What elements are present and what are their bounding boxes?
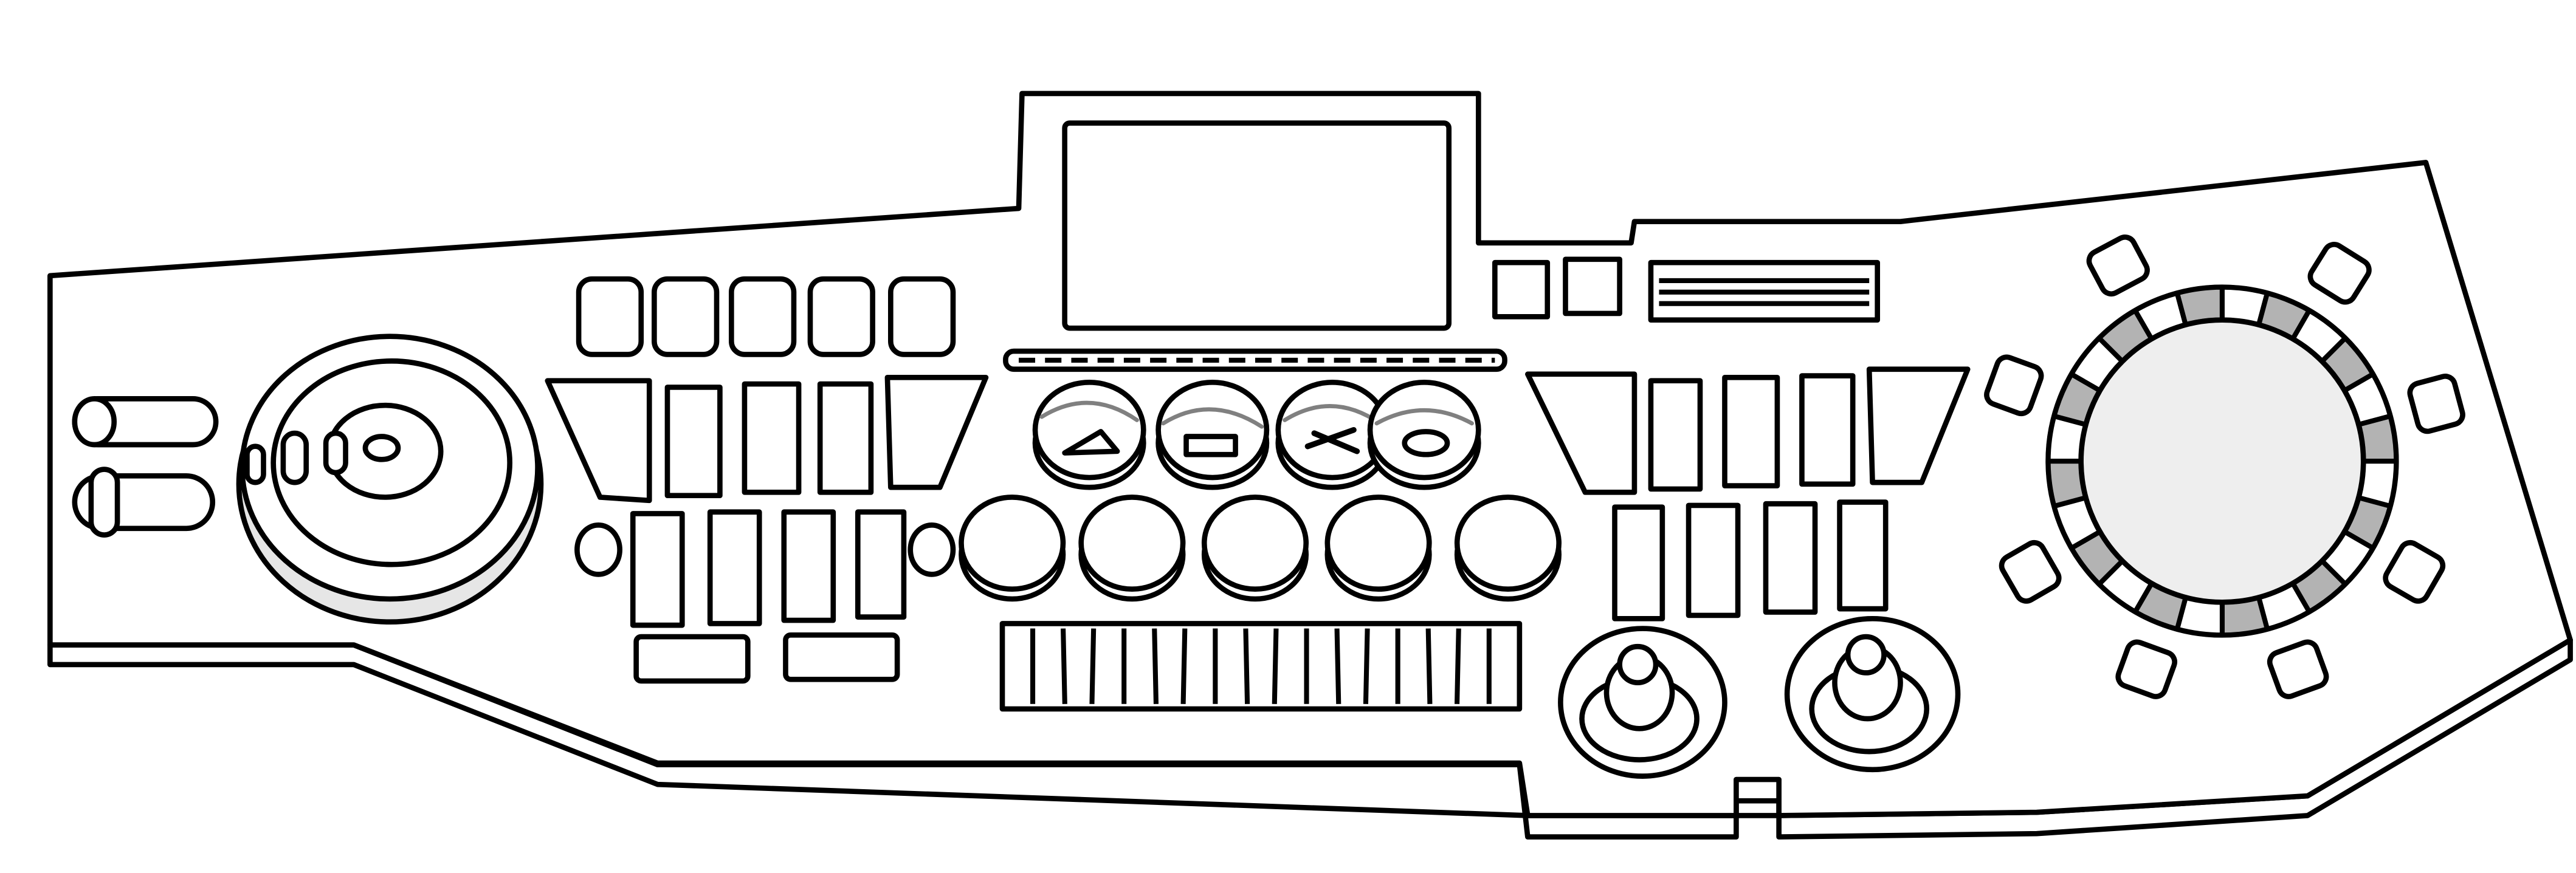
round-pad-3[interactable]: [1201, 495, 1309, 602]
fader-slot-divider: [1152, 628, 1159, 704]
left-pad-3[interactable]: [817, 381, 874, 495]
right-pad-7[interactable]: [1837, 499, 1889, 612]
right-pad-3[interactable]: [1799, 373, 1856, 487]
left-pill-knob-bottom[interactable]: [72, 467, 216, 538]
right-pad-1[interactable]: [1648, 378, 1703, 492]
left-wide-button-1[interactable]: [633, 634, 751, 684]
ring-button-8[interactable]: [2267, 639, 2329, 699]
joystick-right[interactable]: [1784, 616, 1961, 773]
top-button-5[interactable]: [888, 276, 956, 357]
right-small-button-1[interactable]: [1492, 259, 1551, 320]
left-wide-button-2[interactable]: [783, 632, 900, 682]
left-pad-6[interactable]: [781, 509, 836, 623]
left-trapezoid-pad-1[interactable]: [545, 378, 652, 504]
fader-slot-divider: [1061, 628, 1067, 704]
triangle-button[interactable]: [1032, 380, 1146, 490]
left-pad-2[interactable]: [742, 381, 802, 495]
top-button-2[interactable]: [652, 276, 720, 357]
ring-button-1[interactable]: [2085, 234, 2151, 298]
round-pad-4[interactable]: [1324, 495, 1432, 602]
circle-icon: [1402, 429, 1450, 457]
round-pads: [959, 495, 1562, 602]
ring-button-3[interactable]: [1984, 354, 2044, 417]
top-buttons: [576, 276, 956, 357]
ring-button-7[interactable]: [2115, 639, 2177, 699]
right-slot-display: [1648, 259, 1881, 323]
fader-slot-divider: [1455, 628, 1461, 704]
round-pad-2[interactable]: [1078, 495, 1186, 602]
right-trapezoid-pad-2[interactable]: [1866, 366, 1971, 485]
right-trapezoid-pad-1[interactable]: [1525, 371, 1638, 495]
top-button-3[interactable]: [728, 276, 797, 357]
small-knob-left[interactable]: [574, 522, 622, 577]
left-pad-7[interactable]: [855, 509, 907, 620]
top-button-1[interactable]: [576, 276, 644, 357]
fader-slot-divider: [1425, 628, 1433, 704]
left-pad-5[interactable]: [707, 509, 762, 626]
ring-button-6[interactable]: [2382, 539, 2447, 604]
round-pad-1[interactable]: [959, 495, 1066, 602]
top-button-4[interactable]: [807, 276, 875, 357]
right-pad-6[interactable]: [1763, 501, 1818, 615]
round-pad-5[interactable]: [1454, 495, 1562, 602]
circle-button[interactable]: [1367, 380, 1481, 490]
fader-slot-divider: [1334, 628, 1341, 704]
jog-wheel[interactable]: [236, 334, 544, 625]
fader-slot-divider: [1180, 628, 1188, 704]
square-icon: [1183, 434, 1238, 457]
right-pad-2[interactable]: [1722, 374, 1780, 488]
ring-buttons: [1984, 234, 2465, 699]
ring-button-4[interactable]: [2407, 374, 2465, 434]
left-pill-knob-top[interactable]: [72, 396, 219, 448]
display-screen: [1062, 120, 1452, 331]
right-pad-5[interactable]: [1686, 502, 1741, 618]
fader-bank[interactable]: [999, 621, 1523, 712]
touch-ring[interactable]: [2045, 284, 2399, 638]
joystick-left[interactable]: [1558, 626, 1727, 779]
fader-slot-divider: [1272, 628, 1279, 704]
left-pad-4[interactable]: [630, 511, 685, 628]
left-trapezoid-pad-2[interactable]: [884, 374, 989, 490]
right-pad-4[interactable]: [1612, 504, 1665, 621]
ring-button-2[interactable]: [2307, 241, 2373, 306]
fader-slot-divider: [1363, 628, 1370, 704]
triangle-icon: [1062, 429, 1120, 456]
led-strip: [1003, 348, 1507, 372]
touch-ring-face[interactable]: [2078, 317, 2366, 605]
square-button[interactable]: [1155, 380, 1270, 490]
fader-slot-divider: [1089, 628, 1097, 704]
left-pad-1[interactable]: [664, 385, 723, 499]
cross-icon: [1304, 426, 1360, 454]
ring-button-5[interactable]: [1998, 539, 2062, 604]
right-small-button-2[interactable]: [1563, 256, 1622, 317]
small-knob-right[interactable]: [907, 522, 956, 577]
fader-slot-divider: [1243, 628, 1250, 704]
